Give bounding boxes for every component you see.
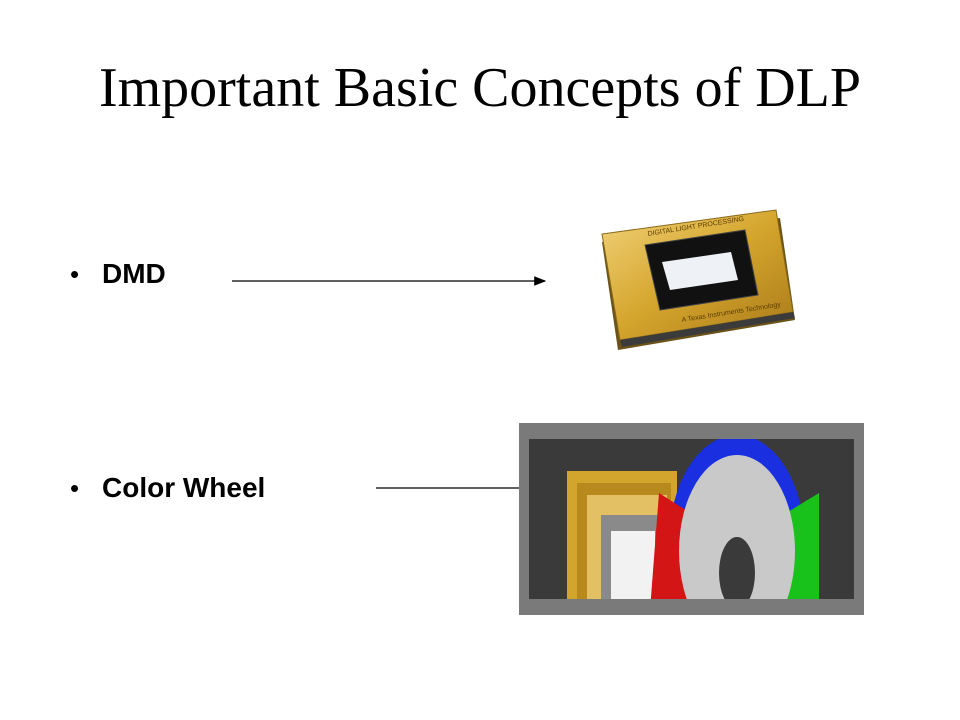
color-wheel-image [519,423,864,615]
bullet-item-color-wheel: • Color Wheel [70,472,265,504]
bullet-label: DMD [102,258,166,289]
bullet-item-dmd: • DMD [70,258,166,290]
slide-title: Important Basic Concepts of DLP [98,57,862,119]
bullet-dot: • [70,472,80,503]
bullet-dot: • [70,258,80,289]
bullet-label: Color Wheel [102,472,266,503]
dmd-chip-image: DIGITAL LIGHT PROCESSING A Texas Instrum… [601,209,795,350]
